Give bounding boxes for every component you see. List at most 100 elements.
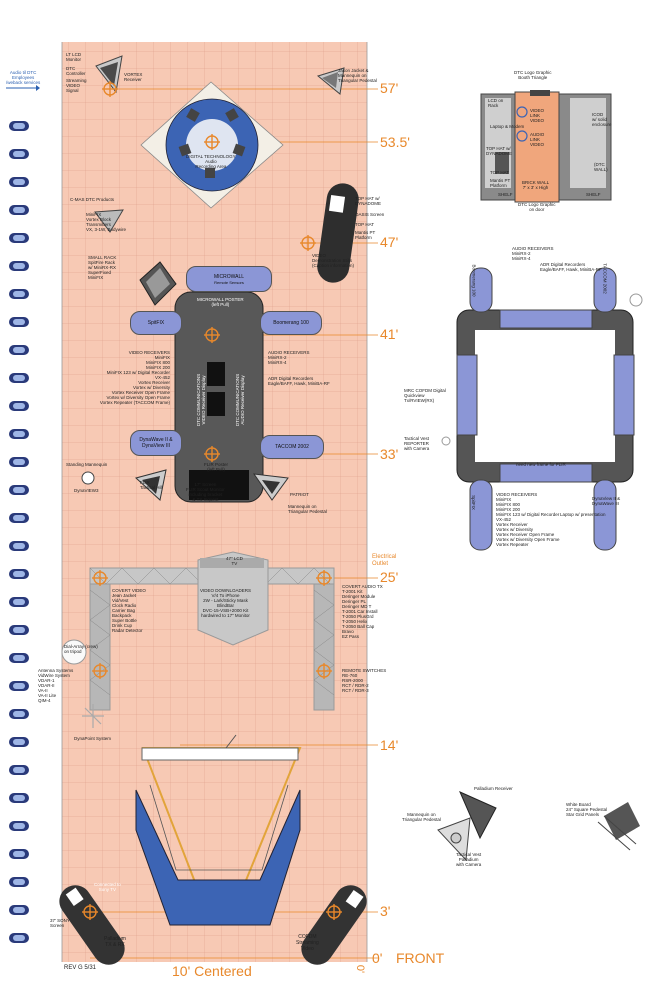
- dimension-47: 47': [380, 234, 399, 250]
- dimension-25: 25': [380, 569, 399, 585]
- mini-taccom-label: TACCOM 2002: [602, 263, 608, 294]
- rack-unit: [9, 709, 29, 719]
- right-counter-plan: [441, 267, 643, 551]
- target-icon: [102, 81, 118, 97]
- rack-unit: [9, 457, 29, 467]
- sony-label: 37' SONY Screen: [50, 918, 70, 928]
- mini-center-label: need new frame for FLIR: [516, 462, 566, 467]
- mini-audio-label: AUDIO RECEIVERS MiniRX-2 MiniRX-4: [512, 246, 554, 261]
- target-icon: [92, 663, 108, 679]
- video-demo-label: VIDEO Demonstration Stills (Caption info…: [312, 253, 355, 268]
- dimension-53-5: 53.5': [380, 134, 410, 150]
- dial-array-label: Dial-Array (crew) on tripod: [64, 644, 98, 654]
- electrical-outlet-label: Electrical Outlet: [372, 554, 397, 567]
- rack-unit: [9, 653, 29, 663]
- right-palladium-label: Palladium Receiver: [474, 786, 513, 791]
- patriot-label: PATRIOT: [290, 492, 309, 497]
- dynawave-pill: DynaWave II & DynaView III: [130, 430, 182, 456]
- rack-unit: [9, 345, 29, 355]
- right-top-hat-2-label: TOP HAT: [490, 170, 510, 175]
- standing-mannequin-label: Standing Mannequin: [66, 462, 108, 467]
- microwall-label: MICROWALL: [213, 273, 245, 280]
- top-hat-label: TOP HAT w/ DYNADOME: [355, 196, 382, 206]
- dtc-controller-label: DTC Controller: [66, 66, 86, 76]
- target-icon: [204, 446, 220, 462]
- tv-label: 47" LCD TV: [226, 556, 243, 566]
- front-label: FRONT: [396, 950, 445, 966]
- remote-switches-label: REMOTE SWITCHES RE-760 RSR-2000 RCT / RD…: [342, 668, 387, 693]
- right-dtc-logo-2-label: DTC Logo Graphic on door: [518, 202, 556, 212]
- microwall-poster-label: MICROWALL POSTER (left Pull): [197, 297, 244, 307]
- rack-unit: [9, 737, 29, 747]
- revision-label: REV G 5/31: [64, 965, 97, 971]
- cofdm-label: COFDM Streaming Video: [296, 934, 319, 952]
- audio-note: Audio til DTC Employees /weback services: [6, 70, 41, 85]
- right-top-hat-label: TOP HAT w/ DYNADOME: [486, 146, 513, 156]
- rack-unit: [9, 233, 29, 243]
- rack-unit: [9, 933, 29, 943]
- dimension-33: 33': [380, 446, 399, 462]
- dtc-products-pedestal: [94, 209, 124, 233]
- minifix-label: MiniFIX Vortex Block Transmitters VX, 3-…: [86, 212, 127, 232]
- taccom-label: TACCOM 2002: [275, 444, 309, 450]
- covert-audio-label: COVERT AUDIO TX T-2001 Kit Deringer Modu…: [342, 584, 383, 639]
- dimension-14: 14': [380, 737, 399, 753]
- rack-unit: [9, 765, 29, 775]
- dtc-comm-left-label: DTC COMMUNICATIONS VIDEO Receiver Displa…: [196, 373, 206, 427]
- spitfire-pill: SpitFIX: [130, 311, 182, 335]
- target-icon: [82, 904, 98, 920]
- dynawave-label: DynaWave II & DynaView III: [139, 437, 173, 449]
- stage: [135, 734, 302, 926]
- mini-tactical-label: Tactical Vest REPORTER with Camera: [404, 436, 430, 451]
- rack-unit: [9, 177, 29, 187]
- mini-adr-label: ADR Digital Recorders Eagle/BAFF, Hawk, …: [540, 262, 602, 272]
- right-whiteboard-label: White Board 24" Square Pedestal Star Gri…: [566, 802, 608, 817]
- boomerang-pill: Boomerang 100: [260, 311, 322, 335]
- flir-poster-label: FLIR Poster (left Pull): [204, 462, 229, 472]
- whiteboard-pedestal: [604, 802, 640, 840]
- oasis-label: OASIS Screen: [355, 212, 385, 217]
- right-room-plan: [480, 90, 612, 203]
- mini-dynaview-label: DynaView II & DynaWave III: [592, 496, 621, 506]
- target-icon: [316, 570, 332, 586]
- right-lcd-rack-label: LCD on Rack: [488, 98, 504, 108]
- target-icon: [300, 235, 316, 251]
- streaming-label: Streaming VIDEO Signal: [66, 78, 87, 93]
- target-icon: [326, 904, 342, 920]
- centered-label: 10' Centered: [172, 963, 252, 979]
- target-icon: [92, 570, 108, 586]
- dynapoint-antenna: [82, 704, 104, 728]
- rack-unit: [9, 289, 29, 299]
- right-audio-link-label: AUDIO LINK VIDEO: [530, 132, 545, 147]
- audio-recording-area: [140, 81, 284, 209]
- flir-label: FLIR Tactical Hill: [140, 480, 163, 490]
- mini-laptop-label: Laptop w/ presentation: [560, 512, 606, 517]
- right-wall-label: (DTC WALL): [594, 162, 608, 172]
- dimension-0: 0': [372, 950, 383, 966]
- target-icon: [316, 663, 332, 679]
- right-shelf-1-label: SHELF: [498, 192, 513, 197]
- rack-unit: [9, 121, 29, 131]
- right-brick-label: BRICK WALL 7' x 3' x High: [522, 180, 550, 190]
- rack-unit: [9, 541, 29, 551]
- video-receivers-label: VIDEO RECEIVERS MiniFIX MiniFIX 800 Mini…: [99, 350, 170, 405]
- mini-boomerang-label: Boomerang 100: [471, 264, 477, 297]
- rack-unit: [9, 373, 29, 383]
- top-hat-2-label: TOP HAT: [355, 222, 375, 227]
- rack-unit: [9, 205, 29, 215]
- rack-unit: [9, 793, 29, 803]
- mantis-label: Mantis PT Platform: [355, 230, 376, 240]
- palladium-pod: [59, 885, 125, 965]
- rack-unit: [9, 569, 29, 579]
- rack-unit: [9, 597, 29, 607]
- right-shelf-2-label: SHELF: [586, 192, 601, 197]
- rack-unit: [9, 401, 29, 411]
- right-mantis-label: Mantis PT Platform: [490, 178, 511, 188]
- right-side-label: ICOD w/ solid enclosure: [592, 112, 612, 127]
- right-dtc-logo-label: DTC Logo Graphic Booth Triangle: [514, 70, 552, 80]
- arrow-right-icon: [6, 85, 40, 91]
- dtc-comm-right-label: DTC COMMUNICATIONS AUDIO Receiver Displa…: [235, 373, 245, 427]
- rack-unit: [9, 905, 29, 915]
- covert-video-label: COVERT VIDEO Jean Jacket Vid/Vest Clock …: [112, 588, 146, 633]
